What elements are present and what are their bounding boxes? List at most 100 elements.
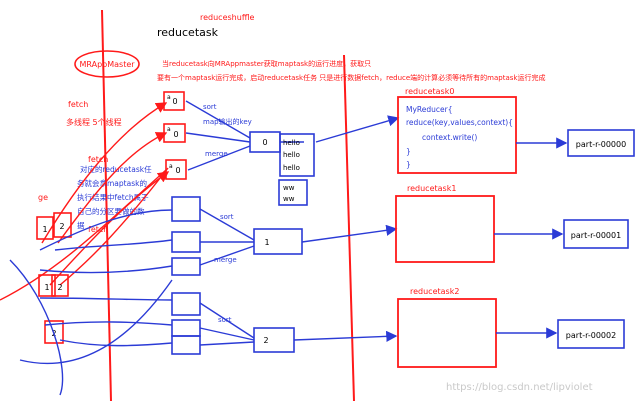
sort-label: sort xyxy=(220,213,234,221)
fetched-partition-box xyxy=(171,335,201,355)
mrappmaster-label: MRAppMaster xyxy=(79,60,135,69)
reducer-code-line: } xyxy=(406,147,411,156)
output-file-label: part-r-00000 xyxy=(576,140,626,149)
merged-box xyxy=(253,228,303,255)
fetch-note-line-1: 对应的reducetask任 xyxy=(80,164,152,174)
left-partition-box xyxy=(44,320,64,344)
sort-arrow xyxy=(199,245,255,266)
feed-curve xyxy=(19,279,173,365)
threads-label: 多线程 5个线程 xyxy=(66,117,122,127)
sort-label: sort xyxy=(203,103,217,111)
grouped-value: hello xyxy=(283,151,300,159)
fetch-note-line-4: 自己的分区要做的数 xyxy=(77,206,145,216)
reducer-code-line: reduce(key,values,context){ xyxy=(406,118,513,127)
output-file-label: part-r-00001 xyxy=(571,231,621,240)
grouped-value: hello xyxy=(283,139,300,147)
fetched-partition-box xyxy=(163,91,185,111)
fetched-partition-prefix: a xyxy=(167,126,171,133)
merged-box xyxy=(253,327,295,353)
grouped-values-box xyxy=(279,133,315,177)
sort-arrow xyxy=(199,341,255,346)
fetched-partition-box xyxy=(163,123,186,143)
sort-arrow xyxy=(185,100,251,139)
output-file-box xyxy=(567,129,635,157)
feed-curve xyxy=(54,239,173,251)
reducer-code-line: MyReducer{ xyxy=(406,105,453,114)
fetched-partition-box xyxy=(171,319,201,337)
fetched-partition-label: 0 xyxy=(175,166,180,175)
feed-curve xyxy=(39,297,173,301)
reducetask-label: reducetask1 xyxy=(407,184,456,193)
reducetask-label: reducetask2 xyxy=(410,287,459,296)
output-file-box xyxy=(557,319,625,349)
grouped-values-box xyxy=(278,179,308,206)
to-reducer-arrow xyxy=(315,115,400,143)
output-file-label: part-r-00002 xyxy=(566,331,616,340)
fetched-partition-box xyxy=(171,292,201,316)
fetch-curve-1 xyxy=(41,102,168,244)
fetched-partition-prefix: a xyxy=(169,163,173,170)
left-divider-line xyxy=(101,9,112,401)
feed-curve xyxy=(44,321,173,326)
page-title: reducetask xyxy=(157,26,219,39)
watermark: https://blog.csdn.net/lipviolet xyxy=(446,382,593,393)
left-partition-box xyxy=(36,216,54,240)
fetch-curve-3 xyxy=(49,171,170,286)
sort-arrow xyxy=(187,145,251,171)
grouped-value: ww xyxy=(283,195,295,203)
fetched-partition-box xyxy=(171,231,201,253)
left-partition-label: 1 xyxy=(42,225,47,234)
reducer-code-line: context.write() xyxy=(422,133,477,142)
merge-label: merge xyxy=(205,150,228,158)
progress-note-line2: 要有一个maptask运行完成，启动reducetask任务 只是进行数据fet… xyxy=(157,73,545,82)
to-reducer-arrow xyxy=(293,330,398,342)
fetch-curve-5 xyxy=(0,169,167,301)
fetched-partition-label: 0 xyxy=(173,130,178,139)
reducetask-box xyxy=(397,96,517,174)
merged-box-label: 1 xyxy=(264,238,269,247)
fetch-note-line-2: 务就会拿maptask的 xyxy=(77,178,147,188)
fetch-label-3: fetch xyxy=(88,225,108,234)
phase-label: reduceshuffle xyxy=(200,13,255,22)
reducetask-box xyxy=(395,195,495,263)
sort-label: sort xyxy=(218,316,232,324)
left-partition-box xyxy=(53,212,72,238)
fetch-curve-4 xyxy=(59,167,169,286)
sort-arrow xyxy=(199,302,255,339)
reducetask-label: reducetask0 xyxy=(405,87,454,96)
left-partition-box xyxy=(38,274,56,297)
fetched-partition-box xyxy=(171,196,201,222)
reducer-code-line: } xyxy=(406,160,411,169)
partial-label-ge: ge xyxy=(38,193,48,202)
right-divider-line xyxy=(343,54,355,401)
fetch-note-line-3: 执行结果中fetch属于 xyxy=(77,192,149,202)
feed-curve xyxy=(59,339,173,347)
feed-curve xyxy=(39,209,173,251)
map-output-key-label: map输出的key xyxy=(203,117,252,126)
left-partition-label: 2 xyxy=(59,222,64,231)
fetched-partition-label: 0 xyxy=(172,97,177,106)
fetch-note-line-5: 据 xyxy=(77,221,85,230)
sort-arrow xyxy=(199,327,255,341)
reducetask-box xyxy=(397,298,497,368)
sort-arrow xyxy=(185,132,251,143)
output-file-box xyxy=(563,219,629,249)
fetched-partition-box xyxy=(165,159,187,180)
fetch-curve-2 xyxy=(57,132,168,244)
to-reducer-arrow xyxy=(301,224,398,243)
left-partition-label: 2 xyxy=(57,283,62,292)
mrappmaster-node xyxy=(74,50,140,78)
feed-curve xyxy=(39,265,173,274)
left-partition-label: 1 xyxy=(44,283,49,292)
fetched-partition-box xyxy=(171,257,201,276)
merged-box-label: 2 xyxy=(263,336,268,345)
merged-box-label: 0 xyxy=(262,138,267,147)
sort-arrow xyxy=(199,208,255,241)
feed-curve xyxy=(9,259,64,396)
fetched-partition-prefix: a xyxy=(167,94,171,101)
grouped-value: hello xyxy=(283,164,300,172)
progress-note-line1: 当reducetask向MRAppmaster获取maptask的运行进度，获取… xyxy=(162,59,371,68)
fetch-label-2: fetch xyxy=(88,155,108,164)
left-partition-box xyxy=(51,274,69,297)
